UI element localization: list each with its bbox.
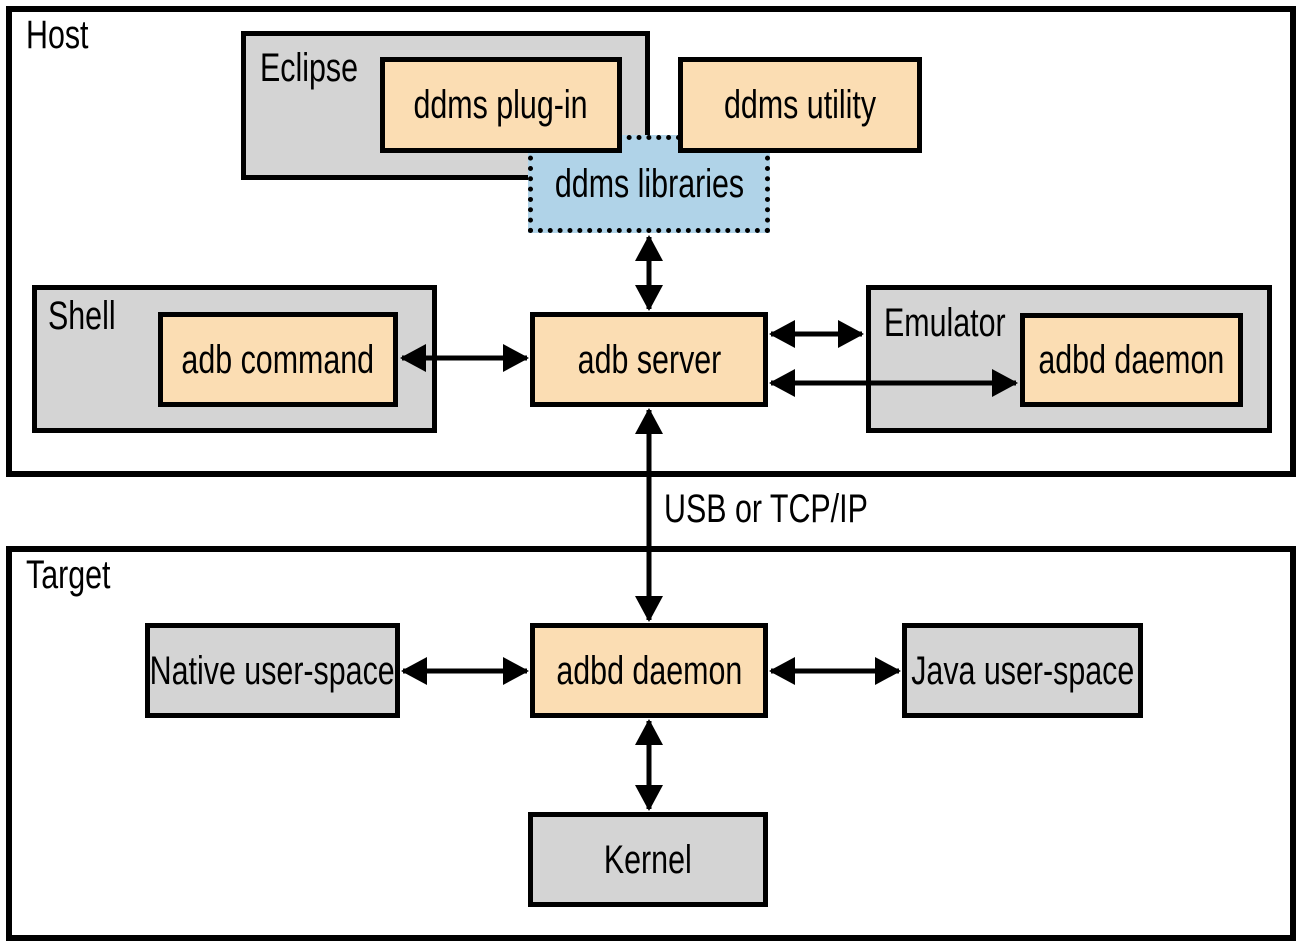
adb-server-label: adb server	[577, 337, 721, 382]
emulator-label: Emulator	[884, 303, 1044, 343]
ddms-utility-node: ddms utility	[678, 57, 922, 153]
java-user-space-label: Java user-space	[910, 648, 1135, 693]
shell-label: Shell	[48, 296, 137, 336]
target-label-text: Target	[26, 553, 111, 597]
shell-label-text: Shell	[48, 294, 116, 338]
ddms-plugin-node: ddms plug-in	[380, 57, 622, 153]
usb-tcpip-label: USB or TCP/IP	[664, 489, 932, 529]
host-label: Host	[26, 15, 108, 55]
kernel-label: Kernel	[604, 837, 692, 882]
native-user-space-node: Native user-space	[145, 623, 400, 718]
native-user-space-label: Native user-space	[149, 648, 396, 693]
ddms-libraries-node: ddms libraries	[528, 135, 770, 233]
adbd-daemon-target-label: adbd daemon	[556, 648, 742, 693]
ddms-utility-label: ddms utility	[723, 83, 877, 127]
usb-tcpip-label-text: USB or TCP/IP	[664, 487, 868, 531]
adb-command-node: adb command	[158, 312, 398, 407]
eclipse-label: Eclipse	[260, 48, 389, 88]
adbd-daemon-target-node: adbd daemon	[530, 623, 768, 718]
adb-server-node: adb server	[530, 312, 768, 407]
kernel-node: Kernel	[528, 812, 768, 907]
adbd-daemon-emulator-label: adbd daemon	[1038, 338, 1225, 382]
eclipse-label-text: Eclipse	[260, 46, 359, 90]
java-user-space-node: Java user-space	[902, 623, 1143, 718]
adb-command-label: adb command	[181, 337, 375, 382]
emulator-label-text: Emulator	[884, 301, 1006, 345]
ddms-libraries-label: ddms libraries	[554, 162, 744, 206]
ddms-plugin-label: ddms plug-in	[413, 83, 589, 127]
target-label: Target	[26, 555, 137, 595]
adbd-daemon-emulator-node: adbd daemon	[1020, 313, 1243, 407]
host-label-text: Host	[26, 13, 89, 57]
